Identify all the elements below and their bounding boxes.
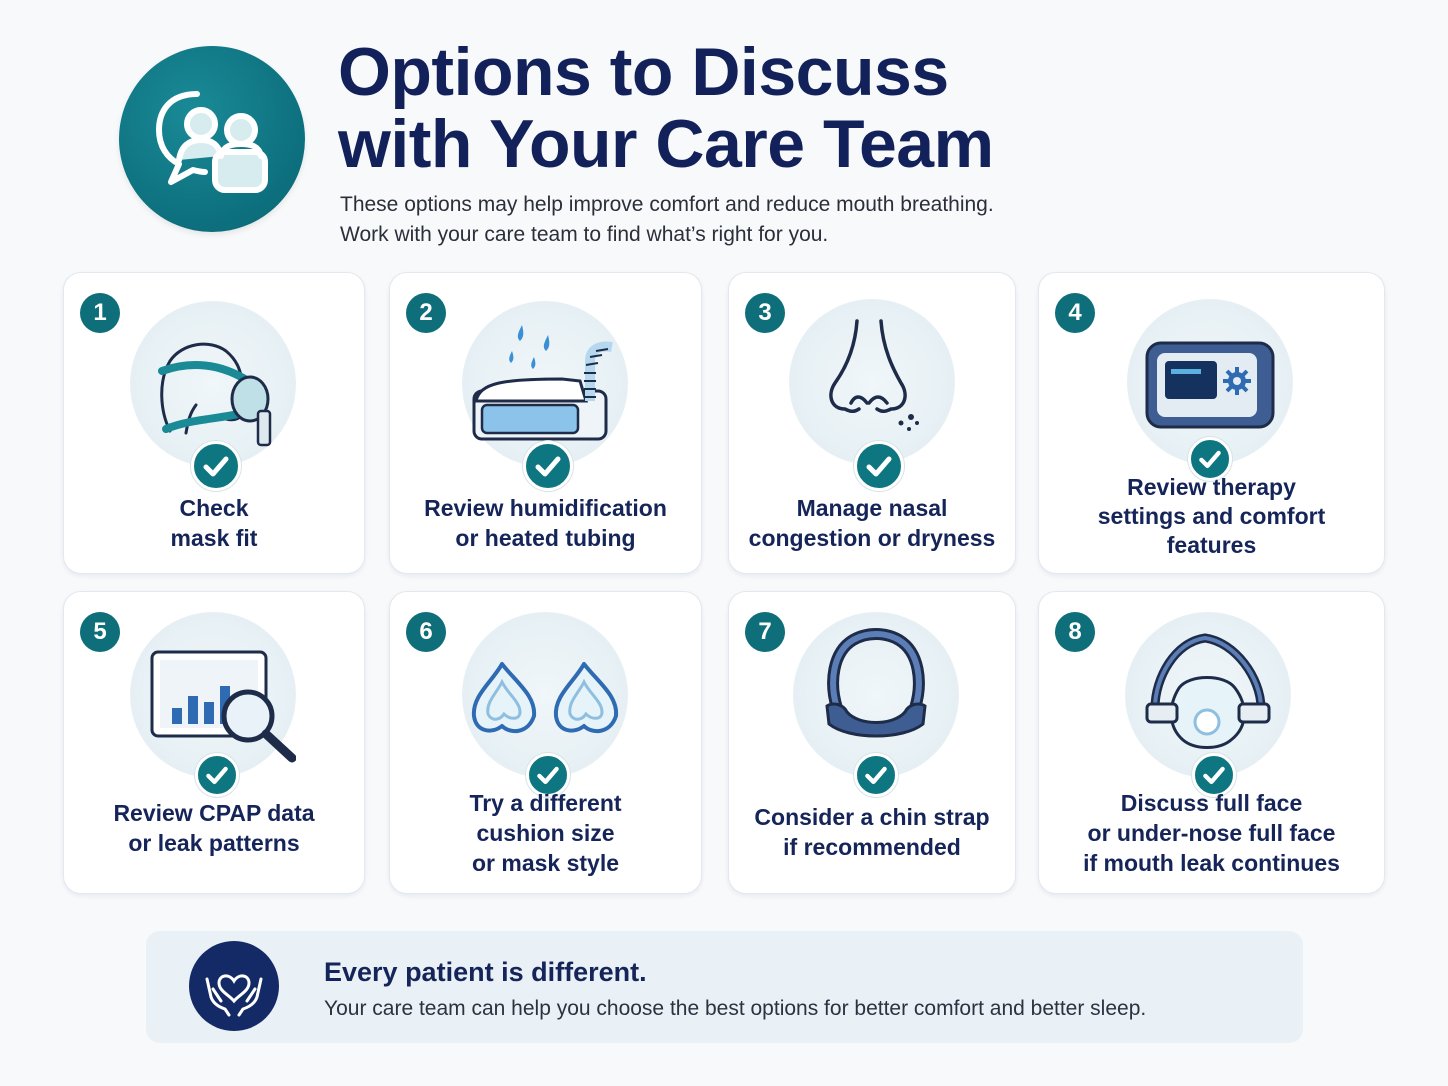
- option-label-line: features: [1166, 532, 1257, 558]
- option-label-line: mask fit: [170, 525, 258, 551]
- option-label-line: Check: [179, 495, 249, 521]
- option-label: Check mask fit: [64, 493, 364, 553]
- page-title-line: Options to Discuss: [338, 34, 949, 110]
- data-chart-magnifier-icon: [130, 612, 296, 778]
- option-label-line: Review humidification: [424, 495, 667, 521]
- check-icon: [1192, 753, 1236, 797]
- option-number-badge: 6: [406, 612, 446, 652]
- option-label: Discuss full face or under-nose full fac…: [1039, 788, 1384, 878]
- option-label-line: Discuss full face: [1120, 790, 1303, 816]
- option-label-line: or leak patterns: [128, 830, 300, 856]
- option-label-line: Manage nasal: [796, 495, 948, 521]
- footer-banner: Every patient is different. Your care te…: [146, 931, 1303, 1043]
- option-label-line: Try a different: [469, 790, 622, 816]
- humidifier-icon: [462, 301, 628, 467]
- option-card-cushion-size: 6 Try a different cushion size or mask s…: [389, 591, 702, 894]
- option-number-badge: 2: [406, 293, 446, 333]
- option-label-line: Review therapy: [1127, 474, 1296, 500]
- page-subtitle-line: Work with your care team to find what’s …: [340, 223, 829, 246]
- option-card-mask-fit: 1 Check mask fit: [63, 272, 365, 574]
- check-icon: [854, 753, 898, 797]
- cpap-device-settings-icon: [1127, 299, 1293, 465]
- option-number-badge: 4: [1055, 293, 1095, 333]
- option-card-nasal: 3 Manage nasal congestion or dryness: [728, 272, 1016, 574]
- footer-text: Your care team can help you choose the b…: [324, 997, 1147, 1020]
- hands-heart-icon: [189, 941, 279, 1031]
- option-card-full-face: 8 Discuss full face or under-nose full f…: [1038, 591, 1385, 894]
- option-label: Review humidification or heated tubing: [390, 493, 701, 553]
- check-icon: [195, 753, 239, 797]
- full-face-mask-icon: [1125, 612, 1291, 778]
- check-icon: [1188, 437, 1232, 481]
- option-label: Manage nasal congestion or dryness: [729, 493, 1015, 553]
- check-icon: [854, 441, 904, 491]
- option-number-badge: 3: [745, 293, 785, 333]
- option-label-line: if mouth leak continues: [1083, 850, 1340, 876]
- option-card-therapy-settings: 4 Review therapy settings and comfort fe…: [1038, 272, 1385, 574]
- option-number-badge: 1: [80, 293, 120, 333]
- footer-title: Every patient is different.: [324, 957, 647, 987]
- option-label-line: cushion size: [476, 820, 615, 846]
- mask-fit-icon: [130, 301, 296, 467]
- option-card-humidification: 2 Review humidification or heated tubing: [389, 272, 702, 574]
- option-number-badge: 8: [1055, 612, 1095, 652]
- option-card-cpap-data: 5 Review CPAP data or leak patterns: [63, 591, 365, 894]
- page-subtitle: These options may help improve comfort a…: [340, 190, 994, 250]
- option-label: Review CPAP data or leak patterns: [64, 798, 364, 858]
- option-label-line: settings and comfort: [1097, 503, 1326, 529]
- option-label-line: Review CPAP data: [113, 800, 315, 826]
- option-label-line: congestion or dryness: [748, 525, 996, 551]
- check-icon: [526, 753, 570, 797]
- check-icon: [523, 441, 573, 491]
- page-title-line: with Your Care Team: [338, 106, 994, 182]
- option-label-line: or mask style: [471, 850, 620, 876]
- chin-strap-icon: [793, 612, 959, 778]
- check-icon: [191, 441, 241, 491]
- option-label-line: Consider a chin strap: [754, 804, 990, 830]
- option-label: Try a different cushion size or mask sty…: [390, 788, 701, 878]
- nasal-cushions-icon: [462, 612, 628, 778]
- option-label: Review therapy settings and comfort feat…: [1039, 473, 1384, 560]
- nose-icon: [789, 299, 955, 465]
- option-number-badge: 7: [745, 612, 785, 652]
- page-title: Options to Discuss with Your Care Team: [338, 36, 994, 180]
- option-label-line: or under-nose full face: [1087, 820, 1336, 846]
- option-label-line: if recommended: [783, 834, 961, 860]
- option-number-badge: 5: [80, 612, 120, 652]
- option-label: Consider a chin strap if recommended: [729, 802, 1015, 862]
- care-team-chat-icon: [119, 46, 305, 232]
- option-label-line: or heated tubing: [455, 525, 636, 551]
- page-subtitle-line: These options may help improve comfort a…: [340, 193, 994, 216]
- option-card-chin-strap: 7 Consider a chin strap if recommended: [728, 591, 1016, 894]
